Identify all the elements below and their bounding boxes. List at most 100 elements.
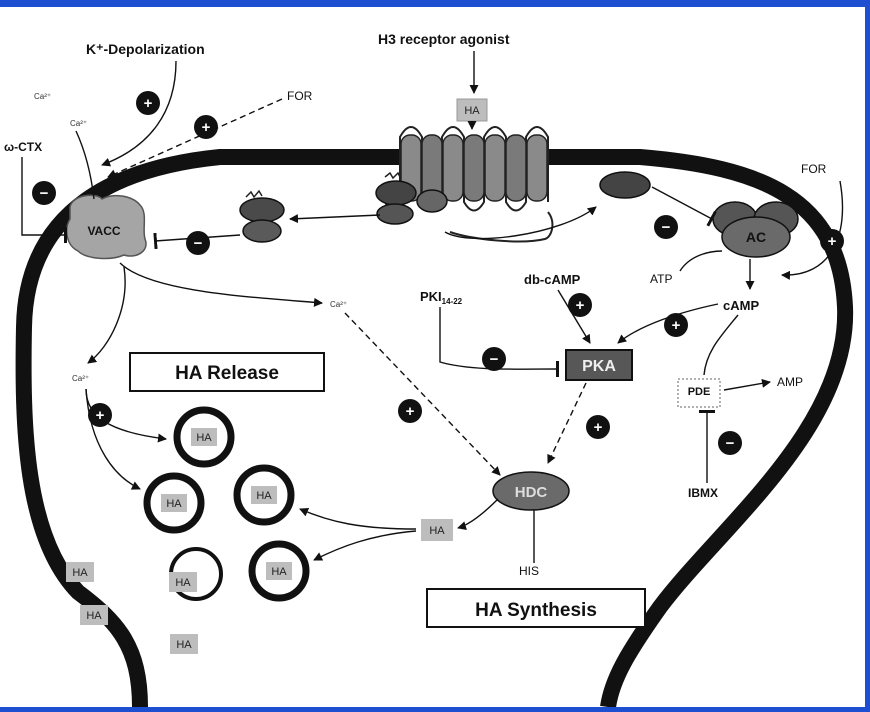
arrow-dbcamp-pka [557,289,591,344]
arrow-receptor-gbg [289,214,381,224]
ha-synth-box [421,519,453,541]
arrow-pka-hdc [547,382,587,464]
g-alpha [599,171,651,199]
vesicle: HA [173,406,235,468]
vesicle-ha-2: HA [166,498,182,510]
ac-label: AC [746,229,766,245]
cell-membrane [15,149,854,707]
diagram-frame: VACC AC PKA PDE HDC K⁺-Depolarization H3… [0,7,865,707]
g-beta-gamma [239,189,285,243]
line-ca-vacc [75,130,95,200]
pki-main: PKI [420,289,442,304]
ha-free-2: HA [86,610,102,622]
inhibit-galpha-ac [651,186,717,227]
adenylyl-cyclase: AC [712,201,799,258]
ibmx-label: IBMX [688,486,718,500]
sign-minus-galpha-text: − [662,219,671,236]
sign-minus-ibmx: − [718,431,742,455]
sign-minus-pki: − [482,347,506,371]
arrow-camp-pka [617,303,719,344]
ca-top1-label: Ca²⁺ [34,92,51,101]
atp-label: ATP [650,272,672,286]
h3-agonist-label: H3 receptor agonist [378,31,510,47]
sign-minus-ibmx-text: − [726,435,735,452]
arrow-hdc-ha [457,498,499,531]
ca-left-label: Ca²⁺ [72,374,89,383]
arrow-vacc-ca-left [87,266,126,364]
sign-plus-ca-mid-text: + [406,403,415,420]
arrow-k-depol-vacc [101,60,177,167]
pde-node: PDE [677,378,721,408]
for-right-label: FOR [801,162,827,176]
hdc-node: HDC [492,471,570,511]
arrow-ca-hdc [344,312,501,476]
ha-free-box [66,562,94,582]
omega-ctx-label: ω-CTX [4,140,42,154]
ha-free-1: HA [72,567,88,579]
k-depolarization-label: K⁺-Depolarization [86,41,205,57]
sign-plus-ca-left-text: + [96,407,105,424]
line-camp-pde [703,314,739,376]
arrow-ha-vesicle-3 [299,508,417,530]
ca-mid-label: Ca²⁺ [330,300,347,309]
ha-free-box [169,572,197,592]
sign-minus-gbg-text: − [194,235,203,252]
ha-release-box [129,352,325,392]
vesicle-ha-3: HA [256,490,272,502]
sign-minus-gbg: − [186,231,210,255]
arrow-ha-vesicle-4 [313,530,417,561]
vesicle: HA [233,464,295,526]
vesicle-ha-1: HA [196,432,212,444]
vacc-label: VACC [87,224,120,238]
arrow-receptor-galpha [444,206,597,240]
sign-plus-ca-mid: + [398,399,422,423]
pde-label: PDE [688,386,711,398]
vesicle: HA [248,540,310,602]
sign-plus-for-ac-text: + [828,233,837,250]
ha-free-4: HA [176,639,192,651]
inhibit-ctx-vacc [21,157,67,243]
pka-label: PKA [582,358,616,375]
ha-synthesis-box [426,588,646,628]
for-top-label: FOR [287,89,313,103]
sign-plus-camp-text: + [672,317,681,334]
ca-top2-label: Ca²⁺ [70,119,87,128]
hdc-label: HDC [515,484,548,501]
sign-minus-ctx: − [32,181,56,205]
arrow-vacc-ca-mid [119,262,323,307]
line-atp-ac [679,250,723,272]
sign-plus-for-text: + [202,119,211,136]
sign-plus-dbcamp: + [568,293,592,317]
db-camp-label: db-cAMP [524,272,581,287]
arrow-ca-vesicle-2 [85,388,141,490]
ha-free-box [80,605,108,625]
sign-plus-for-ac: + [820,229,844,253]
pki-sub: 14-22 [442,297,463,306]
ha-free-box [170,634,198,654]
sign-plus-pka: + [586,415,610,439]
his-label: HIS [519,564,539,578]
vacc-channel: VACC [65,194,147,260]
vesicle-ha-4: HA [271,566,287,578]
amp-label: AMP [777,375,803,389]
sign-minus-galpha: − [654,215,678,239]
sign-minus-pki-text: − [490,351,499,368]
sign-plus-camp: + [664,313,688,337]
ha-free-3: HA [175,577,191,589]
pka-node: PKA [565,349,633,381]
sign-plus-k-depol-text: + [144,95,153,112]
ha-agonist-label: HA [464,105,480,117]
sign-plus-k-depol: + [136,91,160,115]
sign-plus-pka-text: + [594,419,603,436]
ha-synth: HA [429,525,445,537]
arrow-for-vacc [107,98,283,178]
ha-release-title: HA Release [175,363,279,384]
arrow-pde-amp [723,378,771,391]
g-protein-complex [375,171,448,225]
sign-plus-dbcamp-text: + [576,297,585,314]
pathway-diagram: VACC AC PKA PDE HDC K⁺-Depolarization H3… [4,31,854,707]
vesicle: HA [143,472,205,534]
ha-synthesis-title: HA Synthesis [475,600,597,621]
pki-label: PKI14-22 [420,289,463,306]
sign-plus-for: + [194,115,218,139]
